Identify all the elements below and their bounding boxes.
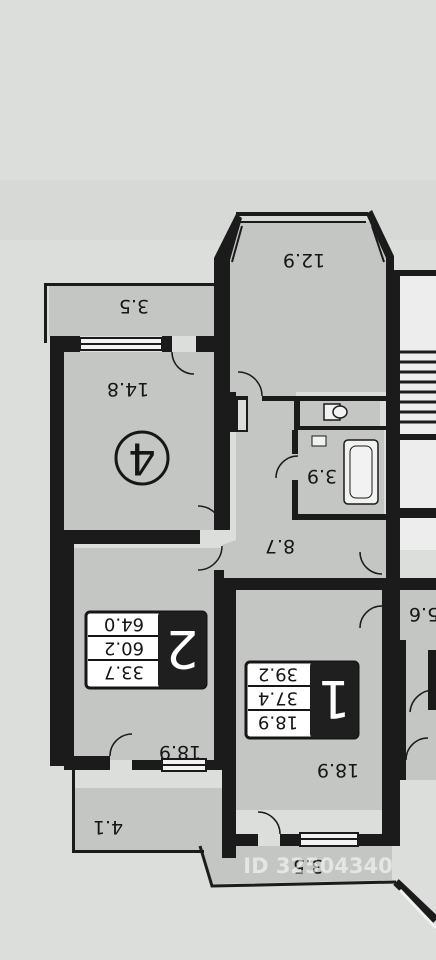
room-marker-four: 4	[114, 430, 170, 486]
hall-niche	[238, 400, 246, 430]
wall-room1-left	[222, 578, 236, 858]
wall-bath-left	[292, 430, 298, 454]
watermark-text: ID 32504340	[243, 854, 392, 878]
door-arc-room1-balcony	[257, 811, 281, 835]
loggia-top-fill	[230, 222, 388, 392]
door-arc-right-edge	[409, 689, 435, 713]
wall-stair-bottom	[400, 578, 436, 590]
label-room-top-left: 14.8	[107, 378, 149, 400]
apartment-one-area-2: 37.4	[258, 688, 298, 709]
wall-right-strip	[400, 640, 406, 780]
wall-right-edge	[428, 650, 436, 710]
wall-room2-bottom-right	[206, 760, 224, 770]
apartment-one-box: 1 18.9 37.4 39.2	[244, 660, 360, 740]
wall-loggia-left	[214, 214, 242, 392]
door-arc-hall-right	[359, 551, 383, 575]
apartment-two-area-2: 60.2	[104, 638, 144, 659]
wall-stair-top	[400, 270, 436, 276]
toilet-bowl	[332, 405, 348, 419]
wall-bottom-right-diagonal	[393, 879, 436, 923]
wall-room2-bottom-mid	[132, 760, 162, 770]
wall-room1-bottom-mid	[280, 834, 300, 846]
apartment-one-area-1: 18.9	[258, 712, 298, 733]
door-arc-top-left	[171, 351, 195, 375]
label-loggia-top: 12.9	[283, 249, 325, 271]
label-room-right: 18.9	[317, 759, 359, 781]
stair-steps	[400, 350, 436, 424]
balcony-left-bottom-fill	[74, 788, 226, 850]
label-balcony-left-bottom: 4.1	[93, 816, 123, 838]
wall-bath-left-lower	[292, 480, 298, 518]
wall-room1-bottom-right	[358, 834, 400, 846]
room-marker-four-number: 4	[128, 433, 156, 484]
apartment-two-box: 2 33.7 60.2 64.0	[84, 610, 208, 690]
wall-left-balcony-left	[72, 770, 75, 852]
door-arc-room4	[197, 505, 223, 531]
label-bathroom: 3.9	[307, 465, 337, 487]
door-arc-loggia	[237, 371, 263, 397]
apartment-two-area-3: 64.0	[104, 614, 144, 635]
wall-room2-right	[214, 570, 224, 770]
hall-fill	[222, 392, 392, 578]
bottom-right-glass	[398, 888, 436, 930]
wall-stair-left	[386, 270, 400, 590]
door-arc-bath	[275, 455, 299, 479]
wall-balcony-left-line	[44, 283, 47, 343]
loggia-glass-right	[371, 225, 385, 263]
wall-top-left-c	[196, 336, 216, 352]
apartment-one-area-3: 39.2	[258, 664, 298, 685]
wall-top-left	[50, 336, 80, 352]
wall-wc-left	[294, 396, 300, 426]
apartment-two-number: 2	[165, 618, 198, 678]
wall-top-left-b	[162, 336, 172, 352]
room-top-left-fill	[64, 352, 222, 530]
wall-stair-mid	[400, 434, 436, 440]
wall-room1-right-lower	[382, 648, 400, 846]
wall-loggia-top	[236, 212, 368, 216]
door-arc-room2	[197, 545, 223, 571]
wall-room1-top	[222, 578, 386, 590]
wall-stair-low	[400, 508, 436, 518]
bathtub-inner	[349, 445, 373, 499]
wall-room4-bottom	[64, 530, 200, 544]
wall-left-lower	[64, 540, 74, 766]
wall-balcony-top-line	[44, 283, 216, 286]
stair-area	[400, 270, 436, 550]
label-hall: 8.7	[265, 535, 295, 557]
apartment-two-area-1: 33.7	[104, 662, 144, 683]
wall-loggia-bottom	[262, 396, 394, 401]
label-room-mid-left: 18.9	[159, 741, 201, 763]
balcony-left-top-fill	[49, 286, 215, 336]
apartment-one-number: 1	[317, 668, 350, 728]
door-arc-right-strip	[405, 737, 429, 761]
wall-bath-bottom	[292, 514, 388, 520]
wall-room1-right	[382, 578, 400, 648]
wall-left-outer	[50, 336, 64, 766]
apartment-two-badge	[158, 612, 206, 688]
balcony-bottom-fill	[200, 846, 392, 884]
loggia-glass-left	[231, 225, 243, 263]
wall-room2-bottom-left	[64, 756, 110, 770]
door-arc-room2-balcony	[109, 733, 133, 757]
label-balcony-left-top: 3.5	[119, 295, 149, 317]
label-balcony-bottom: 3.5	[293, 855, 323, 877]
label-right-edge: 5.6	[409, 603, 436, 625]
wall-room1-bottom-left	[236, 834, 258, 846]
sink	[311, 435, 327, 447]
wall-loggia-bottom-left	[230, 392, 236, 432]
wall-wc-bottom	[294, 426, 388, 430]
wall-left-balcony-bottom	[72, 850, 204, 853]
balcony-bottom-outline	[198, 845, 397, 888]
apartment-one-badge	[310, 662, 358, 738]
door-arc-room1	[359, 605, 383, 629]
